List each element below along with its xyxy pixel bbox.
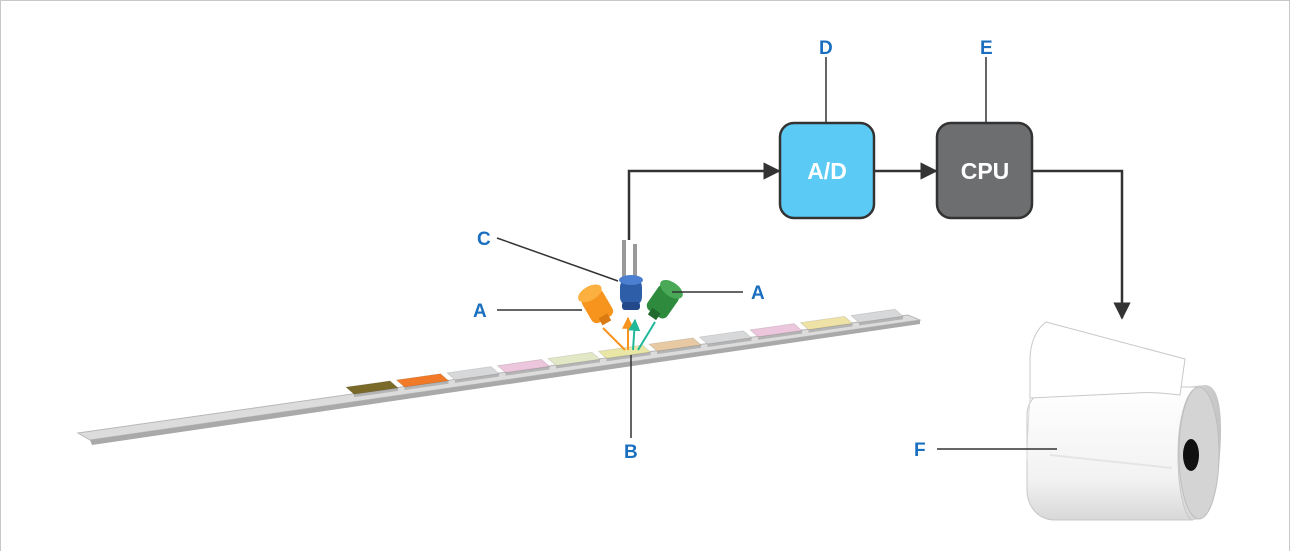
frame-top-border — [0, 0, 1290, 1]
reagent-pad-edge — [657, 344, 701, 355]
leader-lines — [496, 57, 1057, 450]
reagent-pad — [799, 315, 854, 331]
label-a-right: A — [751, 283, 765, 304]
reagent-pad-edge — [707, 337, 752, 347]
reagent-pad-edge — [758, 330, 802, 340]
incident-ray-teal — [637, 321, 656, 351]
reagent-pad-edge — [556, 359, 600, 369]
reagent-pad — [547, 351, 601, 366]
reagent-pad-edge — [808, 323, 853, 333]
reagent-pad — [395, 373, 450, 388]
reagent-pad-edge — [455, 373, 499, 383]
reagent-pad — [648, 337, 702, 352]
label-a-left: A — [473, 301, 487, 322]
reagent-pad — [850, 308, 904, 323]
label-f: F — [914, 440, 926, 461]
cpu-label: CPU — [961, 158, 1010, 184]
label-c: C — [477, 229, 491, 250]
ad-converter-label: A/D — [807, 158, 847, 184]
label-b: B — [624, 442, 638, 463]
label-e: E — [980, 38, 993, 59]
reagent-pad-edge — [404, 380, 449, 391]
reagent-pad-edge — [505, 366, 550, 376]
label-d: D — [819, 38, 833, 59]
reagent-pad — [496, 359, 551, 374]
reagent-pads — [345, 308, 904, 398]
reagent-pad — [698, 330, 753, 345]
reflected-ray-teal — [628, 318, 641, 351]
reagent-pad — [749, 323, 803, 338]
reagent-pad-edge — [606, 352, 651, 362]
photodiode-icon — [619, 240, 643, 310]
ad-converter-box: A/D — [778, 121, 876, 220]
signal-path — [627, 162, 1131, 320]
detector-to-ad-arrow — [627, 162, 781, 240]
light-rays — [602, 316, 656, 351]
reagent-pad-edge — [354, 387, 398, 398]
led-green-icon — [646, 279, 683, 321]
led-orange-icon — [578, 284, 614, 326]
incident-ray-orange — [602, 327, 626, 351]
reagent-pad-edge — [859, 316, 903, 326]
printer-paper-roll-icon — [1026, 321, 1222, 521]
cpu-box: CPU — [935, 121, 1034, 220]
reagent-pad — [446, 366, 500, 381]
cpu-to-printer-arrow — [1033, 169, 1131, 320]
test-strip-icon — [76, 308, 922, 445]
reagent-pad — [345, 380, 399, 395]
leader-line-c — [496, 237, 619, 282]
frame-left-border — [0, 0, 1, 551]
